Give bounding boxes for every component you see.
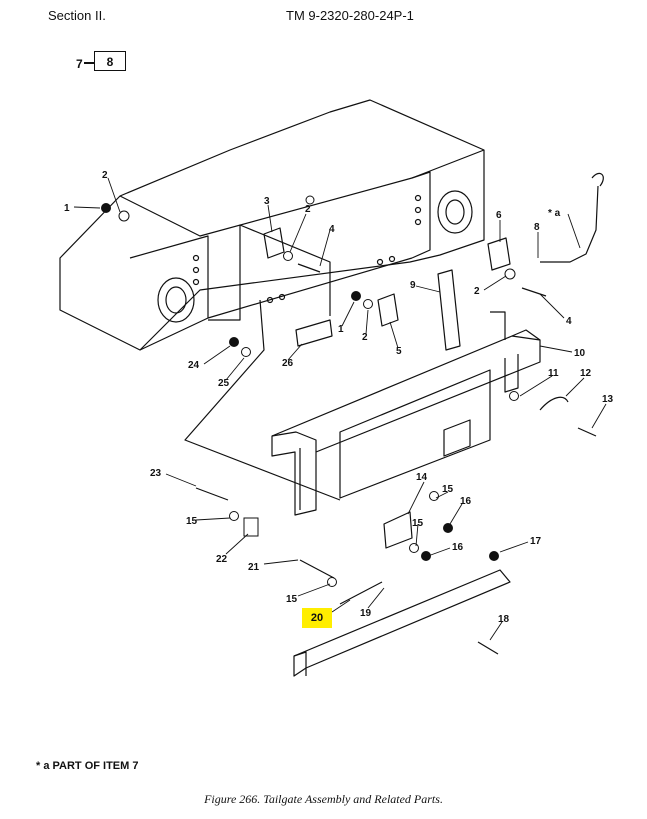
section-label: Section II. bbox=[48, 8, 106, 23]
callout-18: 18 bbox=[498, 614, 510, 625]
callout-1: 1 bbox=[338, 324, 344, 335]
callout-2: 2 bbox=[474, 286, 480, 297]
highlighted-callout-box bbox=[302, 608, 332, 628]
callout-25: 25 bbox=[218, 378, 230, 389]
document-id: TM 9-2320-280-24P-1 bbox=[286, 8, 414, 23]
highlighted-callout-20: 20 bbox=[310, 612, 324, 624]
hinge-bracket-lower bbox=[377, 293, 399, 327]
callout-15: 15 bbox=[442, 484, 454, 495]
left-taillight-inner bbox=[165, 286, 187, 314]
callout-3: 3 bbox=[264, 196, 270, 207]
callout-5: 5 bbox=[396, 346, 402, 357]
callout-21: 21 bbox=[248, 562, 260, 573]
callout-10: 10 bbox=[574, 348, 586, 359]
callout-11: 11 bbox=[548, 368, 559, 379]
tailgate-handle bbox=[539, 396, 569, 411]
mounting-strip bbox=[295, 319, 333, 347]
bolt-21 bbox=[299, 559, 335, 579]
tailgate-chain bbox=[540, 185, 599, 263]
callout-1: 1 bbox=[64, 203, 70, 214]
body-top-edge bbox=[119, 149, 485, 237]
callout-6: 6 bbox=[496, 210, 502, 221]
bolt-18 bbox=[477, 641, 499, 655]
callout-26: 26 bbox=[282, 358, 294, 369]
body-lower-ledge bbox=[207, 257, 413, 319]
seal-strip bbox=[437, 269, 461, 351]
reference-leader bbox=[84, 62, 94, 64]
callout-15: 15 bbox=[412, 518, 424, 529]
body-left-pillar bbox=[129, 235, 209, 351]
callout-note-a: * a bbox=[548, 208, 561, 219]
reference-item-number: 7 bbox=[76, 57, 83, 71]
tailgate-frame bbox=[271, 335, 541, 516]
right-taillight-inner bbox=[445, 199, 465, 225]
bolt-13 bbox=[577, 427, 597, 437]
hinge-bracket-right bbox=[487, 237, 511, 271]
tailgate-panel-opening bbox=[339, 369, 491, 499]
callout-12: 12 bbox=[580, 368, 592, 379]
callout-15: 15 bbox=[186, 516, 198, 527]
right-taillight bbox=[437, 190, 473, 234]
figure-caption: Figure 266. Tailgate Assembly and Relate… bbox=[204, 792, 443, 806]
callout-8: 8 bbox=[534, 222, 540, 233]
tailgate-hinge-plate bbox=[443, 419, 471, 457]
callout-24: 24 bbox=[188, 360, 200, 371]
callout-19: 19 bbox=[360, 608, 372, 619]
callout-17: 17 bbox=[530, 536, 542, 547]
callout-14: 14 bbox=[416, 472, 428, 483]
truck-body-outline bbox=[59, 99, 485, 351]
callout-13: 13 bbox=[602, 394, 614, 405]
callout-2: 2 bbox=[362, 332, 368, 343]
callout-9: 9 bbox=[410, 280, 416, 291]
callout-16: 16 bbox=[452, 542, 464, 553]
bolt-23 bbox=[195, 487, 229, 501]
callout-2: 2 bbox=[305, 204, 311, 215]
pin-20 bbox=[339, 581, 383, 605]
hinge-bracket-left bbox=[263, 227, 285, 259]
body-right-pillar bbox=[411, 171, 431, 259]
left-taillight bbox=[157, 277, 195, 323]
callout-4: 4 bbox=[566, 316, 572, 327]
callout-22: 22 bbox=[216, 554, 228, 565]
callout-15: 15 bbox=[286, 594, 298, 605]
footnote-part-of-item: * a PART OF ITEM 7 bbox=[36, 760, 139, 772]
callout-16: 16 bbox=[460, 496, 472, 507]
reference-figure-box: 8 bbox=[94, 51, 126, 71]
callout-4: 4 bbox=[329, 224, 335, 235]
callout-23: 23 bbox=[150, 468, 162, 479]
bolt-4b bbox=[521, 287, 547, 297]
lower-support-tube bbox=[293, 569, 511, 677]
latch-bracket bbox=[383, 511, 413, 549]
bolt-4a bbox=[297, 263, 321, 273]
callout-2: 2 bbox=[102, 170, 108, 181]
